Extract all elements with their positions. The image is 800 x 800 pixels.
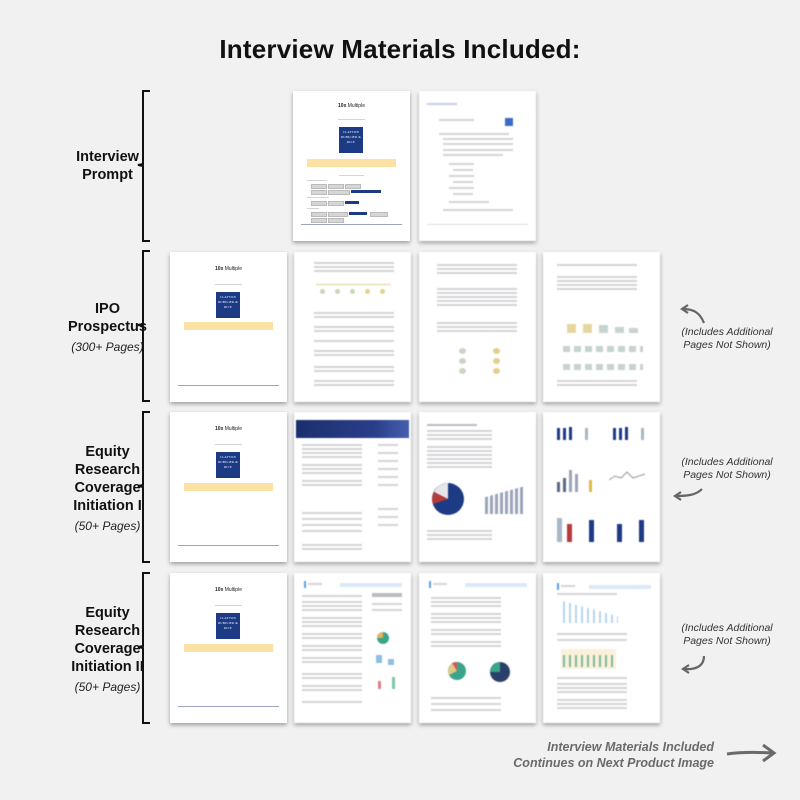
brand-logo: 10x Multiple bbox=[338, 103, 365, 109]
right-arrow-icon bbox=[725, 741, 779, 770]
curved-arrow-icon bbox=[680, 303, 710, 330]
continuation-note: Interview Materials Included Continues o… bbox=[513, 739, 714, 771]
page-thumbnail-equity-2-page-2 bbox=[294, 573, 411, 723]
continuation-line-2: Continues on Next Product Image bbox=[513, 756, 714, 770]
section-page-count: (50+ Pages) bbox=[74, 680, 141, 694]
page-thumbnail-interview-cover: 10x Multiple CLAYTON DUBILIER & RICE bbox=[293, 91, 410, 241]
page-thumbnail-ipo-page-3 bbox=[419, 252, 536, 402]
page-thumbnail-ipo-cover: 10x Multiple CLAYTON DUBILIER & RICE bbox=[170, 252, 287, 402]
page-thumbnail-interview-prompt-text bbox=[419, 91, 536, 241]
bracket-icon bbox=[132, 90, 152, 242]
section-label-ipo-prospectus: IPO Prospectus (300+ Pages) bbox=[20, 300, 195, 356]
page-thumbnail-equity-1-page-4 bbox=[543, 412, 660, 562]
section-name: Equity Research Coverage Initiation II bbox=[71, 605, 144, 675]
brand-logo: 10x Multiple bbox=[215, 426, 242, 432]
curved-arrow-icon bbox=[672, 486, 706, 507]
page-thumbnail-equity-1-page-3 bbox=[419, 412, 536, 562]
section-label-interview-prompt: Interview Prompt bbox=[20, 148, 195, 184]
page-title: Interview Materials Included: bbox=[219, 34, 581, 64]
pie-chart-icon bbox=[490, 662, 510, 682]
section-name: Equity Research Coverage Initiation I bbox=[73, 444, 142, 514]
page-thumbnail-equity-1-page-2 bbox=[294, 412, 411, 562]
page-thumbnail-equity-2-page-4 bbox=[543, 573, 660, 723]
additional-pages-note: (Includes Additional Pages Not Shown) bbox=[681, 622, 773, 647]
section-label-equity-research-1: Equity Research Coverage Initiation I (5… bbox=[20, 443, 195, 535]
section-label-equity-research-2: Equity Research Coverage Initiation II (… bbox=[20, 604, 195, 696]
additional-pages-note: (Includes Additional Pages Not Shown) bbox=[681, 456, 773, 481]
firm-logo: CLAYTON DUBILIER & RICE bbox=[216, 292, 240, 318]
section-name: Interview Prompt bbox=[76, 149, 139, 183]
pie-chart-icon bbox=[377, 632, 389, 644]
continuation-line-1: Interview Materials Included bbox=[547, 740, 714, 754]
section-name: IPO Prospectus bbox=[68, 301, 147, 335]
pie-chart-icon bbox=[432, 483, 464, 515]
section-page-count: (300+ Pages) bbox=[71, 340, 144, 354]
section-page-count: (50+ Pages) bbox=[74, 519, 141, 533]
page-thumbnail-ipo-page-4 bbox=[543, 252, 660, 402]
page-thumbnail-equity-2-cover: 10x Multiple CLAYTON DUBILIER & RICE bbox=[170, 573, 287, 723]
brand-logo: 10x Multiple bbox=[215, 587, 242, 593]
brand-logo: 10x Multiple bbox=[215, 266, 242, 272]
firm-logo: CLAYTON DUBILIER & RICE bbox=[339, 127, 363, 153]
page-thumbnail-equity-1-cover: 10x Multiple CLAYTON DUBILIER & RICE bbox=[170, 412, 287, 562]
additional-pages-note: (Includes Additional Pages Not Shown) bbox=[681, 326, 773, 351]
curved-arrow-icon bbox=[680, 654, 710, 681]
bracket-icon bbox=[132, 572, 152, 724]
page-thumbnail-ipo-page-2 bbox=[294, 252, 411, 402]
firm-logo: CLAYTON DUBILIER & RICE bbox=[216, 613, 240, 639]
bracket-icon bbox=[132, 411, 152, 563]
pie-chart-icon bbox=[448, 661, 466, 680]
firm-logo: CLAYTON DUBILIER & RICE bbox=[216, 452, 240, 478]
bracket-icon bbox=[132, 250, 152, 402]
page-thumbnail-equity-2-page-3 bbox=[419, 573, 536, 723]
